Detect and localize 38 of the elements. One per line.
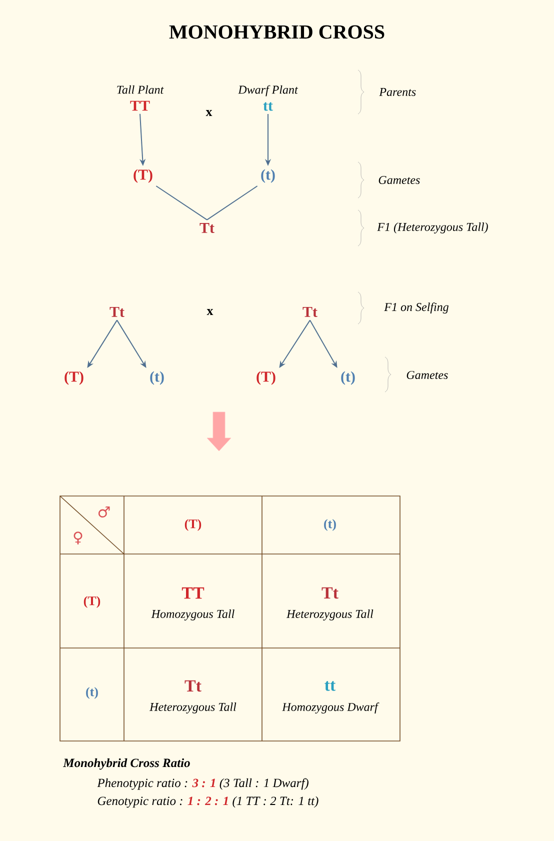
genotype-text: tt xyxy=(324,681,336,691)
gamete-text: (T) xyxy=(184,519,202,531)
bracket-label: F1 on Selfing xyxy=(384,302,448,314)
phenotype-text: Heterozygous Tall xyxy=(286,610,374,620)
ratio-heading: Monohybrid Cross Ratio xyxy=(63,758,190,770)
title: MONOHYBRID CROSS xyxy=(169,25,384,39)
gamete-text: Tt xyxy=(302,307,318,317)
ratio-text: Genotypic ratio : 1 : 2 : 1 (1 TT : 2 Tt: 1 tt) xyxy=(98,796,318,808)
bracket-label: Gametes xyxy=(378,176,420,184)
gamete-text: (T) xyxy=(64,371,84,385)
genotype-text: TT xyxy=(182,587,204,599)
connector-line xyxy=(206,186,258,220)
female-symbol: ♀ xyxy=(74,532,82,544)
male-symbol: ♂ xyxy=(98,506,110,518)
gamete-text: (T) xyxy=(256,371,276,385)
gamete-text: Tt xyxy=(110,307,124,317)
genotype-text: Tt xyxy=(184,680,202,692)
gamete-text: Tt xyxy=(200,223,214,233)
phenotype-text: Homozygous Dwarf xyxy=(282,702,380,714)
gamete-text: (t) xyxy=(86,687,98,699)
gamete-text: (T) xyxy=(84,596,100,608)
gamete-text: (T) xyxy=(134,169,152,183)
cross-sign: x xyxy=(206,110,212,116)
phenotype-text: Homozygous Tall xyxy=(151,610,234,620)
gamete-text: (t) xyxy=(324,519,336,531)
plant-label: Tall Plant TT xyxy=(117,85,164,111)
gamete-text: (t) xyxy=(150,371,164,385)
genotype-text: Tt xyxy=(322,587,338,599)
ratio-text: Phenotypic ratio : 3 : 1 (3 Tall : 1 Dwarf) xyxy=(97,778,308,790)
gamete-text: (t) xyxy=(341,371,355,385)
plant-label: Dwarf Plant tt xyxy=(238,85,298,111)
gamete-text: (t) xyxy=(261,169,275,183)
bracket-label: F1 (Heterozygous Tall) xyxy=(377,222,488,234)
connector-line xyxy=(156,186,208,220)
cross-sign: x xyxy=(206,309,214,315)
bracket-label: Gametes xyxy=(406,370,448,380)
bracket-label: Parents xyxy=(379,88,416,96)
phenotype-text: Heterozygous Tall xyxy=(149,702,236,714)
